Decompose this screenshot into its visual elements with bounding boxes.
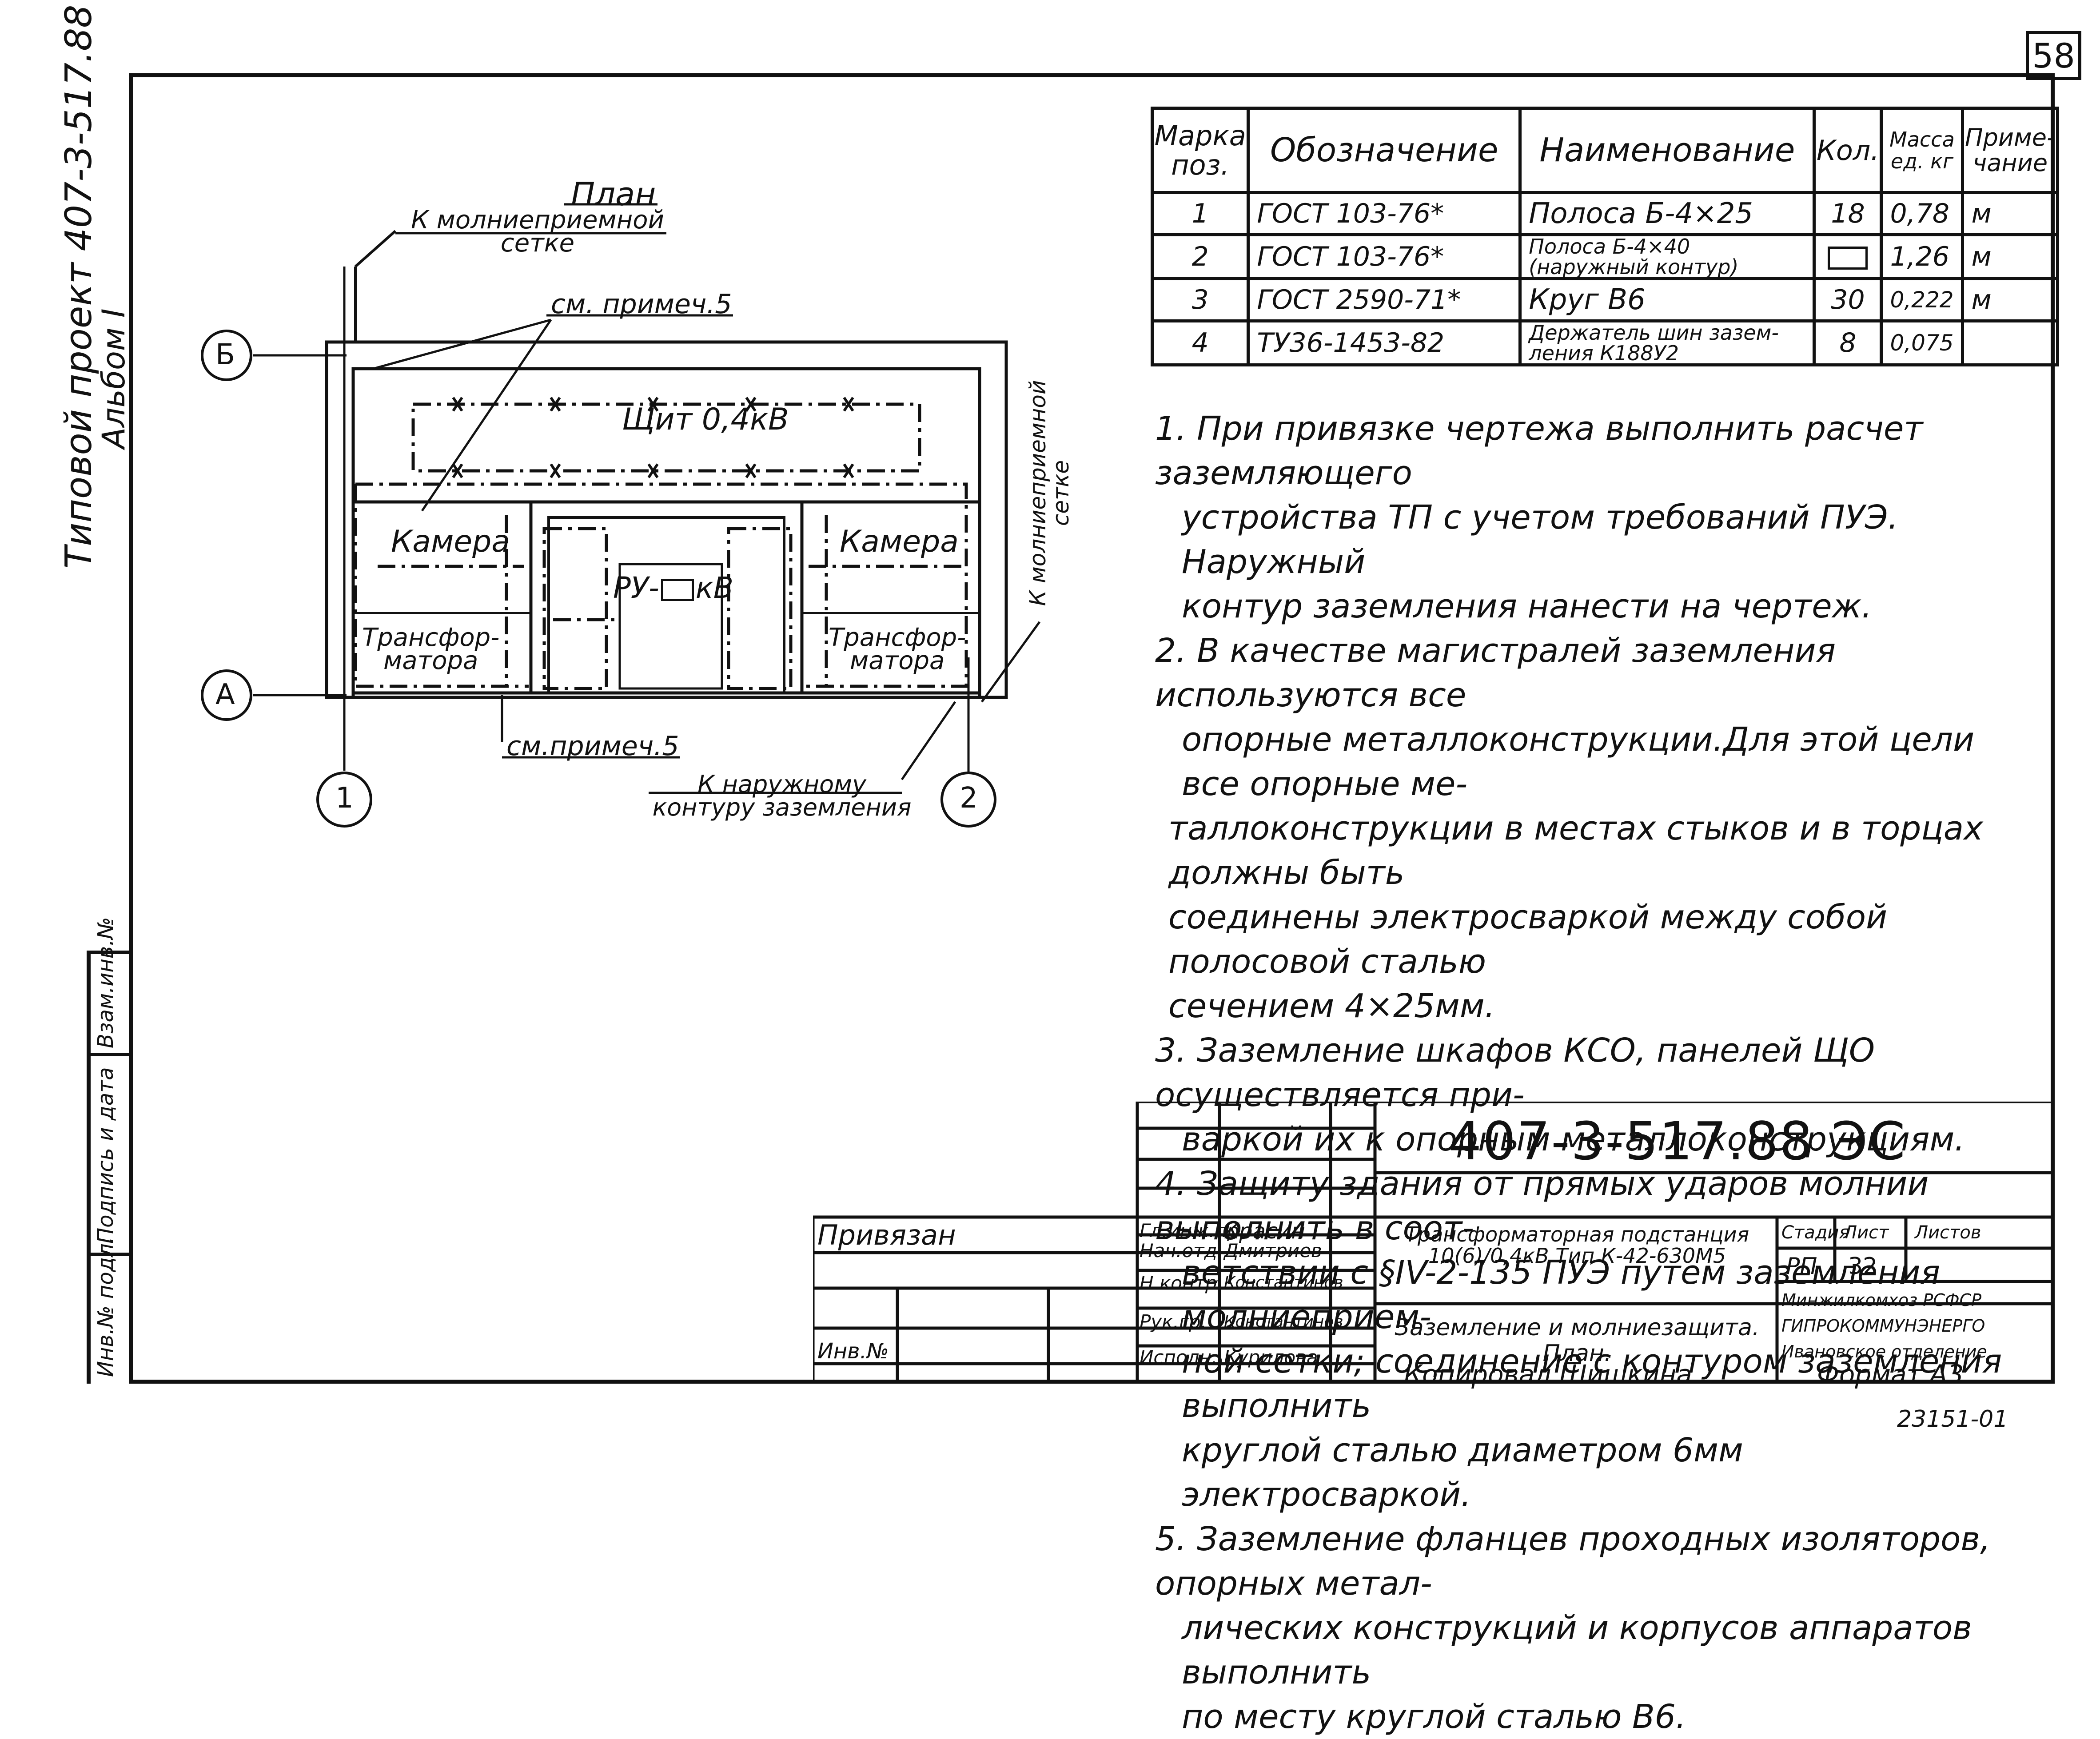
copied-by: Копировал Шишкина: [1404, 1359, 1692, 1389]
table-row: 2 ГОСТ 103-76* Полоса Б-4×40 (наружный к…: [1150, 233, 2059, 280]
note-line: сечением 4×25мм.: [1168, 987, 1495, 1025]
spec-hdr-mass: Масса ед. кг: [1880, 107, 1965, 194]
inv-label: Инв.№: [817, 1339, 889, 1364]
note-line: по месту круглой сталью В6.: [1182, 1698, 1686, 1736]
name-0: Красин: [1224, 1219, 1305, 1244]
ru-label: РУ-кВ: [613, 571, 733, 605]
axis-a: А: [215, 678, 235, 711]
spec-table: Марка поз. Обозначение Наименование Кол.…: [1150, 107, 2059, 366]
note-line: контур заземления нанести на чертеж.: [1182, 587, 1872, 625]
sheet-value: 32: [1848, 1253, 1878, 1280]
table-row: 3 ГОСТ 2590-71* Круг В6 30 0,222 м: [1150, 277, 2059, 322]
role-4: Исполн.: [1140, 1346, 1218, 1368]
notes-block: 1. При привязке чертежа выполнить расчет…: [1155, 406, 2039, 1739]
name-3: Константинов: [1224, 1313, 1343, 1331]
note-ref-top: см. примеч.5: [551, 289, 732, 320]
title-block: 407-3-517.88 ЭС Привязан Инв.№ Гл.инж.пр…: [813, 1102, 2055, 1389]
name-2: Константинов: [1224, 1273, 1343, 1292]
note-line: лических конструкций и корпусов аппарато…: [1182, 1609, 1972, 1691]
note-line: соединены электросваркой между собой пол…: [1168, 898, 1888, 981]
note-line: ветствии с §IV-2-135 ПУЭ путем заземлени…: [1182, 1254, 1941, 1336]
note-line: 1. При привязке чертежа выполнить расчет…: [1155, 410, 1923, 492]
stamp-strip: [87, 951, 91, 1384]
privyazan-label: Привязан: [817, 1219, 956, 1251]
axis-b: Б: [215, 338, 235, 371]
spec-hdr-mark: Марка поз.: [1150, 107, 1250, 194]
object-title: Трансформаторная подстанция 10(6)/0,4кВ …: [1405, 1222, 1749, 1268]
note-line: опорные металлоконструкции.Для этой цели…: [1182, 720, 1975, 803]
role-1: Нач.отд.: [1140, 1240, 1223, 1261]
table-row: 4 ТУ36-1453-82 Держатель шин зазем-ления…: [1150, 319, 2059, 366]
spec-hdr-qty: Кол.: [1813, 107, 1883, 194]
note-line: таллоконструкции в местах стыков и в тор…: [1168, 809, 1983, 892]
bottom-number: 23151-01: [1897, 1406, 2008, 1433]
org-stamp: Минжилкомхоз РСФСР ГИПРОКОММУНЭНЕРГО Ива…: [1781, 1290, 1987, 1361]
room-right-bottom: Трансфор- матора: [829, 623, 966, 675]
name-4: Курилова: [1224, 1346, 1318, 1368]
note-line: 2. В качестве магистралей заземления исп…: [1155, 632, 1836, 714]
note-line: 3. Заземление шкафов КСО, панелей ЩО осу…: [1155, 1031, 1875, 1114]
stage-header: Стадия: [1781, 1222, 1850, 1243]
note-line: 4. Защиту здания от прямых ударов молнии…: [1155, 1165, 1929, 1247]
plan-title: План: [571, 175, 656, 213]
note-line: варкой их к опорным металлоконструкциям.: [1182, 1120, 1965, 1158]
sheet-header: Лист: [1844, 1222, 1889, 1243]
axis-1: 1: [335, 782, 354, 815]
table-row: 1 ГОСТ 103-76* Полоса Б-4×25 18 0,78 м: [1150, 191, 2059, 236]
note-line: круглой сталью диаметром 6мм электросвар…: [1182, 1431, 1743, 1514]
role-2: Н.контр.: [1140, 1272, 1223, 1294]
spec-hdr-note: Приме-чание: [1961, 107, 2059, 194]
sheet-title: Заземление и молниезащита. План.: [1395, 1314, 1760, 1367]
note-ref-bottom: см.примеч.5: [506, 731, 679, 762]
role-3: Рук.гр.: [1140, 1311, 1207, 1333]
stage-value: РП: [1786, 1253, 1817, 1280]
lbl-mesh-right: К молниеприемной сетке: [1025, 380, 1074, 606]
lbl-outer: К наружному контуру заземления: [652, 770, 912, 821]
format-label: Формат А3: [1817, 1359, 1964, 1389]
note-line: ной сетки; соединение с контуром заземле…: [1182, 1342, 2002, 1425]
note-line: устройства ТП с учетом требований ПУЭ. Н…: [1182, 498, 1899, 581]
lbl-mesh-top: К молниеприемной сетке: [411, 206, 664, 258]
room-left-bottom: Трансфор- матора: [362, 623, 500, 675]
shield-label: Щит 0,4кВ: [622, 402, 789, 437]
axis-2: 2: [960, 782, 978, 815]
note-line: 5. Заземление фланцев проходных изолятор…: [1155, 1520, 1991, 1603]
drawing-frame: [129, 73, 2055, 1384]
spec-hdr-designation: Обозначение: [1247, 107, 1522, 194]
plan-drawing: [201, 203, 1041, 828]
role-0: Гл.инж.пр.: [1140, 1220, 1245, 1242]
doc-code: 407-3-517.88 ЭС: [1448, 1110, 1906, 1172]
room-right-top: Камера: [840, 524, 959, 559]
sheets-header: Листов: [1915, 1222, 1981, 1243]
name-1: Дмитриев: [1224, 1240, 1322, 1261]
room-left-top: Камера: [391, 524, 510, 559]
spec-hdr-name: Наименование: [1518, 107, 1816, 194]
